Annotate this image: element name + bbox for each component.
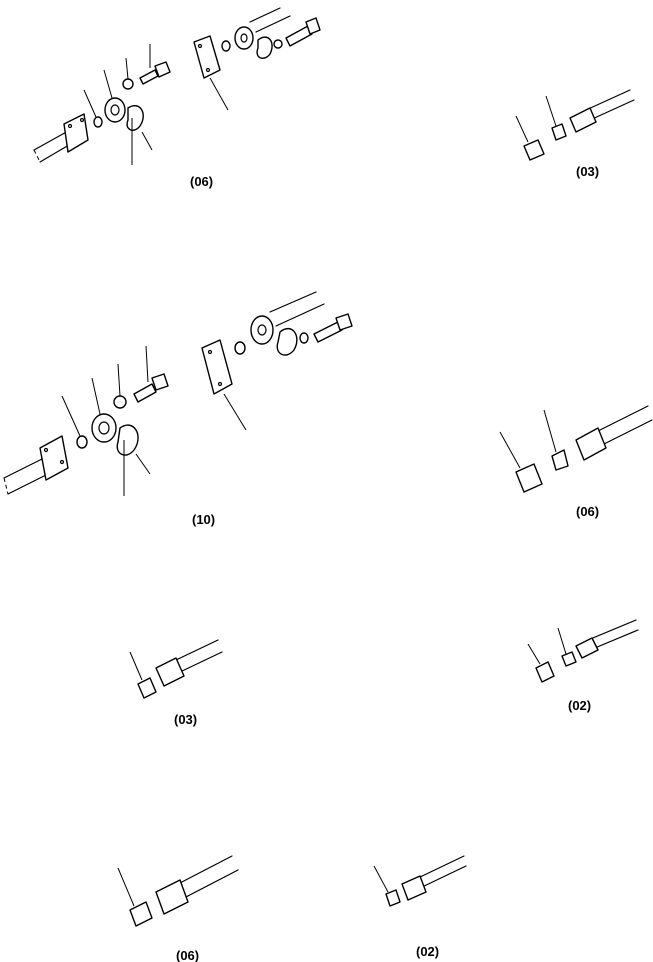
label-lower-left: (03) bbox=[174, 712, 197, 727]
label-bottom-left: (06) bbox=[176, 948, 199, 962]
plug-fitting-03: (03) bbox=[129, 639, 223, 727]
nut-fitting-02: (02) bbox=[527, 619, 639, 713]
label-bottom-right: (02) bbox=[416, 944, 439, 959]
nut-fitting-03: (03) bbox=[515, 89, 635, 179]
plug-fitting-02: (02) bbox=[373, 855, 467, 959]
label-top-right: (03) bbox=[576, 164, 599, 179]
label-top-left: (06) bbox=[190, 174, 213, 189]
label-lower-right: (02) bbox=[568, 698, 591, 713]
nut-fitting-06: (06) bbox=[499, 405, 653, 519]
plug-fitting-06: (06) bbox=[117, 855, 239, 962]
flange-assembly-10: (10) bbox=[3, 291, 353, 527]
flange-assembly-06: (06) bbox=[33, 7, 321, 189]
label-mid-left: (10) bbox=[192, 512, 215, 527]
label-mid-right: (06) bbox=[576, 504, 599, 519]
